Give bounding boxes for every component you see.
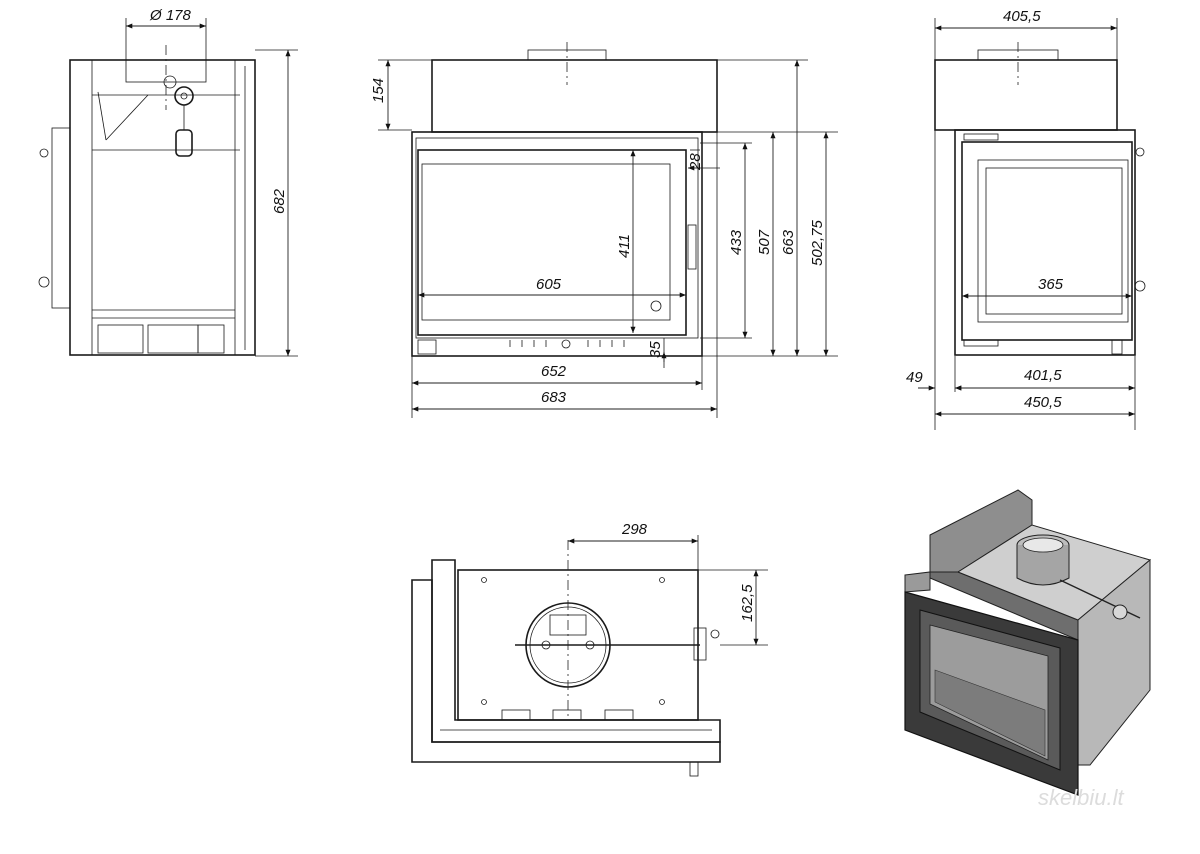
front-dim-28-label: 28: [687, 153, 704, 171]
front-total-width-label: 683: [541, 389, 567, 406]
front-total-height-label: 502,75: [809, 219, 826, 266]
front-view: 154 28 411 433 507 663 502,75 605 35: [370, 42, 838, 418]
right-top-width-label: 405,5: [1003, 8, 1041, 25]
right-total-width-label: 450,5: [1024, 394, 1062, 411]
front-glass-height-label: 411: [616, 234, 633, 258]
top-offset-label: 298: [621, 521, 648, 538]
flue-diameter-label: Ø 178: [149, 7, 192, 24]
front-top-height-label: 154: [370, 78, 387, 103]
right-dim-49-label: 49: [906, 369, 923, 386]
front-glass-width-label: 605: [536, 276, 562, 293]
front-dim-35-label: 35: [647, 341, 664, 358]
front-body-width-label: 652: [541, 363, 567, 380]
right-body-width-label: 401,5: [1024, 367, 1062, 384]
right-glass-width-label: 365: [1038, 276, 1064, 293]
isometric-view: [904, 489, 1152, 796]
front-vents: [509, 339, 625, 349]
side-height-label: 682: [271, 188, 288, 214]
right-view: 405,5 365 49 401,5 450,5: [906, 8, 1146, 430]
side-view: Ø 178 682: [38, 7, 298, 357]
watermark: skelbiu.lt: [1038, 785, 1124, 810]
top-depth-label: 162,5: [739, 584, 756, 622]
front-door-height-label: 433: [728, 229, 745, 255]
front-frame-height-label: 507: [756, 229, 773, 255]
front-body-height-label: 663: [780, 229, 797, 255]
top-view: 298 162,5: [411, 521, 768, 777]
